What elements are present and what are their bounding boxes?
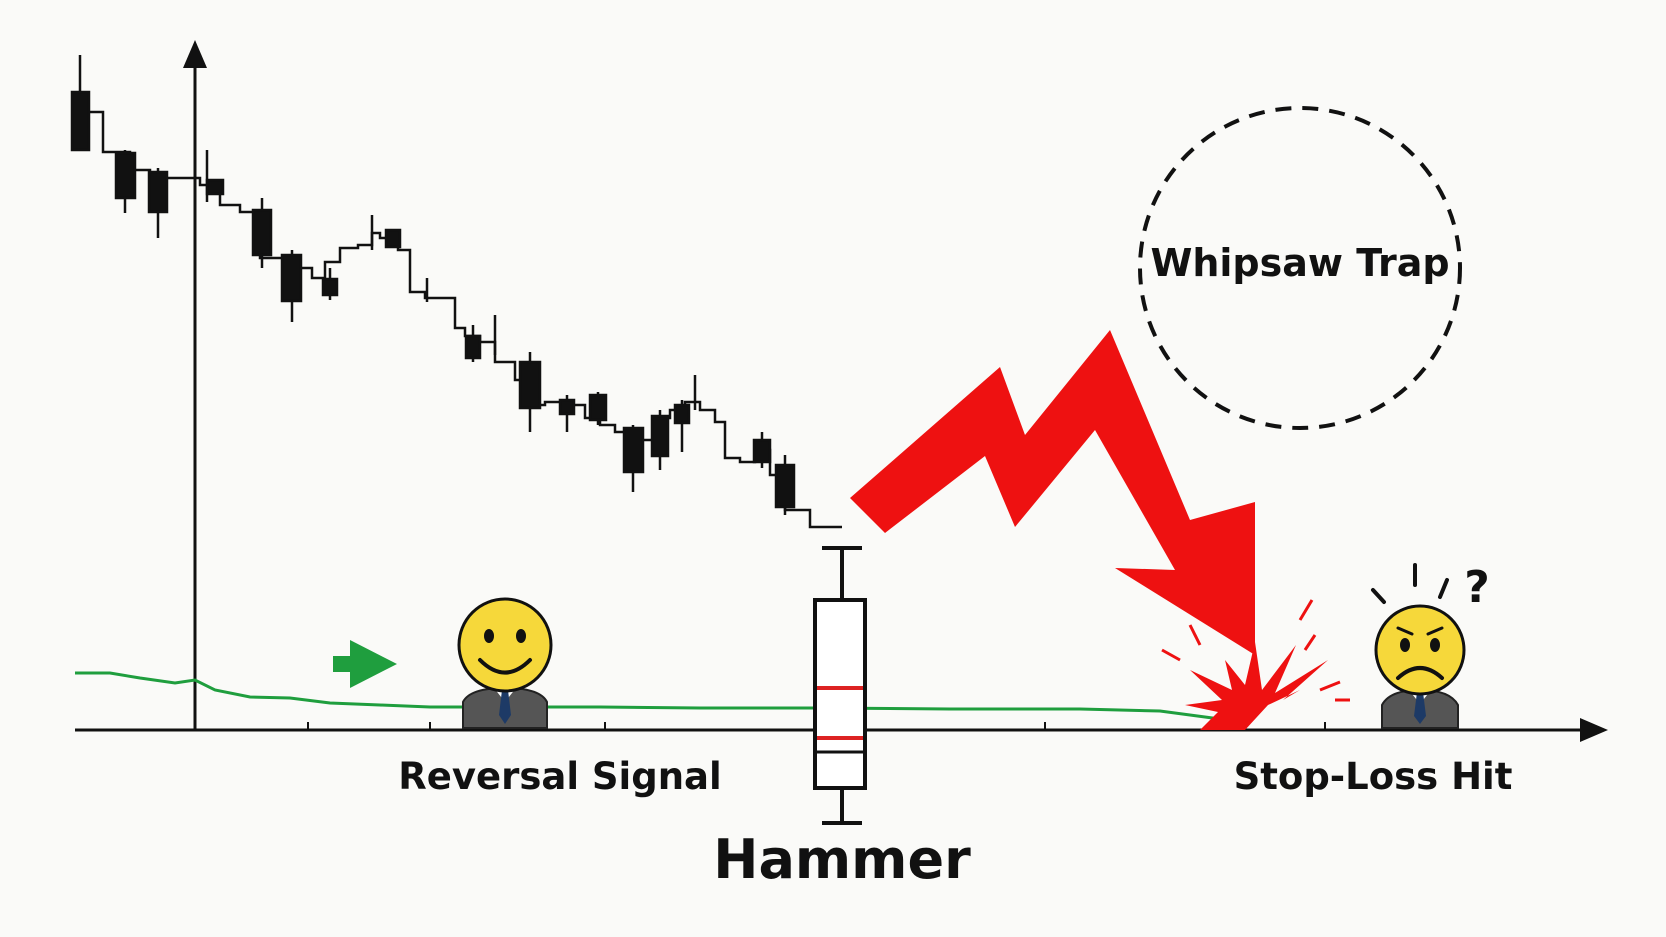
impact-burst-icon <box>1161 599 1350 730</box>
happy-trader-icon <box>457 597 553 729</box>
worried-trader-icon: ? <box>1371 562 1490 729</box>
green-price-line <box>75 671 1236 723</box>
reversal-signal-label: Reversal Signal <box>398 755 721 798</box>
stop-loss-label: Stop-Loss Hit <box>1234 755 1513 798</box>
hammer-candle <box>813 546 867 825</box>
x-axis-arrowhead <box>1580 718 1608 742</box>
y-axis-arrowhead <box>183 40 207 68</box>
dashed-circle <box>1138 106 1462 430</box>
downtrend-line <box>75 110 842 529</box>
red-crash-arrow-icon <box>850 330 1255 655</box>
candlesticks <box>70 55 796 515</box>
whipsaw-trap-label: Whipsaw Trap <box>1150 241 1449 285</box>
x-axis-ticks <box>307 722 1326 730</box>
question-mark: ? <box>1464 562 1490 613</box>
hammer-label: Hammer <box>713 828 971 891</box>
green-arrow-icon <box>333 640 397 688</box>
